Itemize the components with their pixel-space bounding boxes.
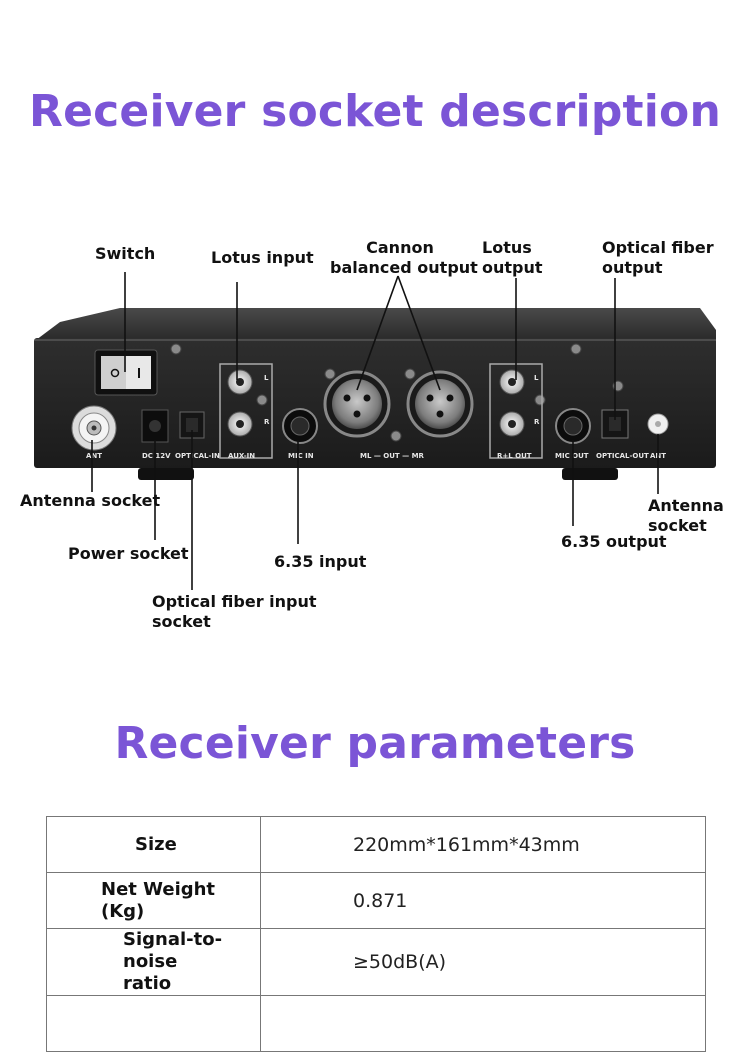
screw-icon [170,343,182,355]
panel-label-r: R [534,418,540,426]
screw-icon [404,368,416,380]
table-row [46,995,706,1052]
callout-635-input: 6.35 input [274,552,367,571]
xlr-out-left-icon [323,370,391,438]
panel-label-r: R [264,418,270,426]
xlr-out-right-icon [406,370,474,438]
param-label-net-weight: Net Weight (Kg) [46,872,261,929]
panel-label-mic-in: MIC IN [288,452,314,460]
param-label-snr: Signal-to-noise ratio [46,928,261,996]
table-row: Size 220mm*161mm*43mm [46,816,706,873]
antenna-left-connector-icon [71,405,117,451]
screw-icon [256,394,268,406]
screw-icon [534,394,546,406]
panel-label-optical-out: OPTICAL-OUT [596,452,649,460]
param-value-empty [260,995,706,1052]
callout-lotus-input: Lotus input [211,248,314,267]
table-row: Net Weight (Kg) 0.871 [46,872,706,929]
chassis-top [36,308,716,340]
section-heading-parameters: Receiver parameters [114,718,636,769]
panel-label-ant-left: ANT [86,452,102,460]
panel-label-out: ML — OUT — MR [360,452,425,460]
param-value-net-weight: 0.871 [260,872,706,929]
screw-icon [390,430,402,442]
panel-label-mic-out: MIC OUT [555,452,589,460]
param-label-empty [46,995,261,1052]
receiver-rear-panel-illustration: ANT DC 12V OPTICAL-IN AUX-IN MIC IN ML —… [34,272,716,590]
callout-antenna-socket-left: Antenna socket [20,491,161,510]
screw-icon [570,343,582,355]
callout-lines [91,272,659,590]
panel-label-aux-in: AUX-IN [228,452,255,460]
panel-label-dc: DC 12V [142,452,171,460]
param-value-snr: ≥50dB(A) [260,928,706,996]
panel-label-optical-in: OPTICAL-IN [175,452,220,460]
callout-635-output: 6.35 output [561,532,667,551]
param-value-size: 220mm*161mm*43mm [260,816,706,873]
callout-switch: Switch [95,244,156,263]
mic-in-jack-icon [282,408,318,444]
section-heading-socket-description: Receiver socket description [29,86,721,137]
panel-label-l: L [534,374,539,382]
screw-icon [324,368,336,380]
panel-label-rl-out: R+L OUT [497,452,532,460]
parameters-table: Size 220mm*161mm*43mm Net Weight (Kg) 0.… [46,816,706,1052]
callout-power-socket: Power socket [68,544,189,563]
param-label-size: Size [46,816,261,873]
table-row: Signal-to-noise ratio ≥50dB(A) [46,928,706,996]
panel-label-l: L [264,374,269,382]
mic-out-jack-icon [555,408,591,444]
